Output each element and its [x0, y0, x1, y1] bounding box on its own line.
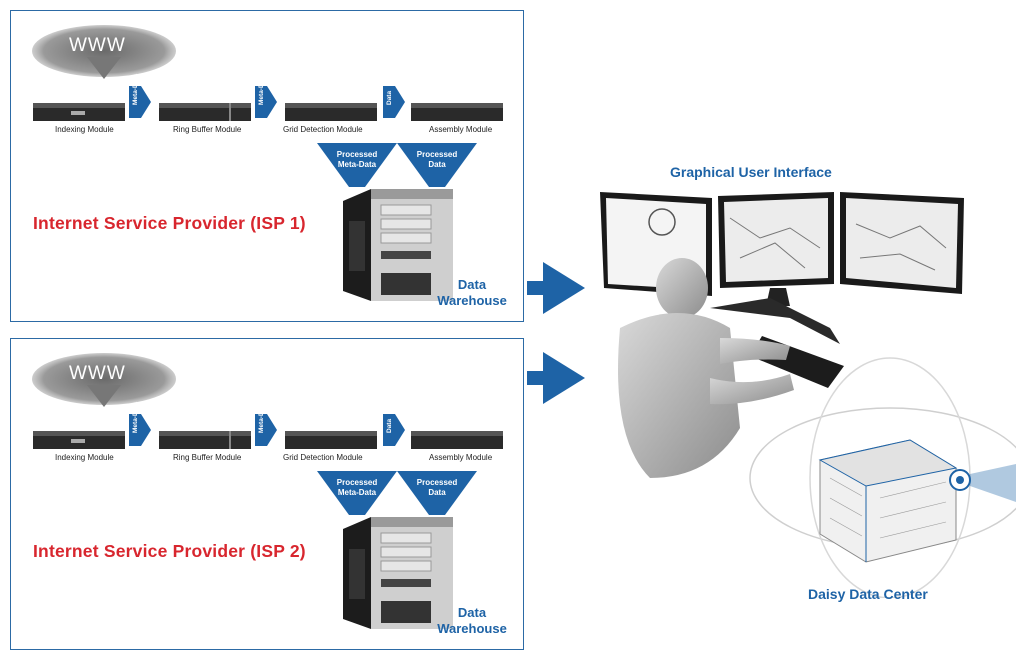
warehouse-line1: Data — [457, 605, 487, 620]
connector-arrow-icon — [383, 414, 405, 446]
operator-figure-icon — [618, 258, 794, 478]
connector-label: Data — [386, 418, 393, 433]
indexing-module-device-icon — [33, 431, 125, 449]
data-warehouse-label: Data Warehouse — [429, 605, 515, 637]
isp-title: Internet Service Provider (ISP 2) — [33, 541, 306, 561]
isp-panel-1: WWW Indexing Module Meta-Data Ring Buffe… — [10, 10, 524, 322]
isp-title: Internet Service Provider (ISP 1) — [33, 213, 306, 233]
flow-arrow-icon — [527, 352, 585, 404]
module-label-grid-detection: Grid Detection Module — [283, 453, 363, 462]
funnel-label-line1: Processed — [336, 150, 378, 159]
data-warehouse-server-icon — [343, 517, 453, 629]
ring-buffer-module-device-icon — [159, 103, 251, 121]
processed-data-funnel-icon — [397, 471, 477, 515]
funnel-label-line1: Processed — [336, 478, 378, 487]
cloud-label: WWW — [69, 35, 126, 56]
www-cloud-icon — [32, 25, 176, 79]
monitor-right-icon — [840, 192, 964, 294]
connector-label: Meta-Data — [132, 73, 139, 105]
processed-metadata-funnel-icon — [317, 143, 397, 187]
grid-detection-module-device-icon — [285, 103, 377, 121]
connector-arrow-icon — [129, 86, 151, 118]
www-cloud-icon — [32, 353, 176, 407]
data-warehouse-server-icon — [343, 189, 453, 301]
connector-arrow-icon — [383, 86, 405, 118]
module-label-ring-buffer: Ring Buffer Module — [173, 453, 242, 462]
processed-data-funnel-icon — [397, 143, 477, 187]
isp-panel-2: WWW Indexing Module Meta-Data Ring Buffe… — [10, 338, 524, 650]
ring-buffer-module-device-icon — [159, 431, 251, 449]
module-label-assembly: Assembly Module — [429, 453, 493, 462]
module-label-assembly: Assembly Module — [429, 125, 493, 134]
assembly-module-device-icon — [411, 431, 503, 449]
cloud-label: WWW — [69, 363, 126, 384]
module-label-indexing: Indexing Module — [55, 453, 114, 462]
connector-arrow-icon — [255, 414, 277, 446]
operator-workstation-illustration — [600, 192, 1016, 598]
funnel-label-line2: Data — [428, 488, 446, 497]
gui-title: Graphical User Interface — [670, 164, 832, 180]
processed-metadata-funnel-icon — [317, 471, 397, 515]
warehouse-line2: Warehouse — [437, 621, 507, 636]
data-center-cube-icon — [749, 357, 1016, 598]
funnel-label-line1: Processed — [416, 478, 458, 487]
connector-label: Meta-Data — [132, 401, 139, 433]
grid-detection-module-device-icon — [285, 431, 377, 449]
connector-label: Data — [386, 90, 393, 105]
funnel-label-line1: Processed — [416, 150, 458, 159]
module-label-ring-buffer: Ring Buffer Module — [173, 125, 242, 134]
indexing-module-device-icon — [33, 103, 125, 121]
funnel-label-line2: Meta-Data — [337, 160, 377, 169]
funnel-label-line2: Data — [428, 160, 446, 169]
connector-label: Meta-Data — [258, 401, 265, 433]
connector-arrow-icon — [129, 414, 151, 446]
module-label-grid-detection: Grid Detection Module — [283, 125, 363, 134]
connector-label: Meta-Data — [258, 73, 265, 105]
funnel-label-line2: Meta-Data — [337, 488, 377, 497]
connector-arrow-icon — [255, 86, 277, 118]
daisy-data-center-title: Daisy Data Center — [808, 586, 928, 602]
flow-arrow-icon — [527, 262, 585, 314]
monitor-stand-icon — [710, 298, 840, 344]
module-label-indexing: Indexing Module — [55, 125, 114, 134]
assembly-module-device-icon — [411, 103, 503, 121]
monitor-center-icon — [718, 192, 834, 288]
warehouse-line1: Data — [457, 277, 487, 292]
warehouse-line2: Warehouse — [437, 293, 507, 308]
data-warehouse-label: Data Warehouse — [429, 277, 515, 309]
